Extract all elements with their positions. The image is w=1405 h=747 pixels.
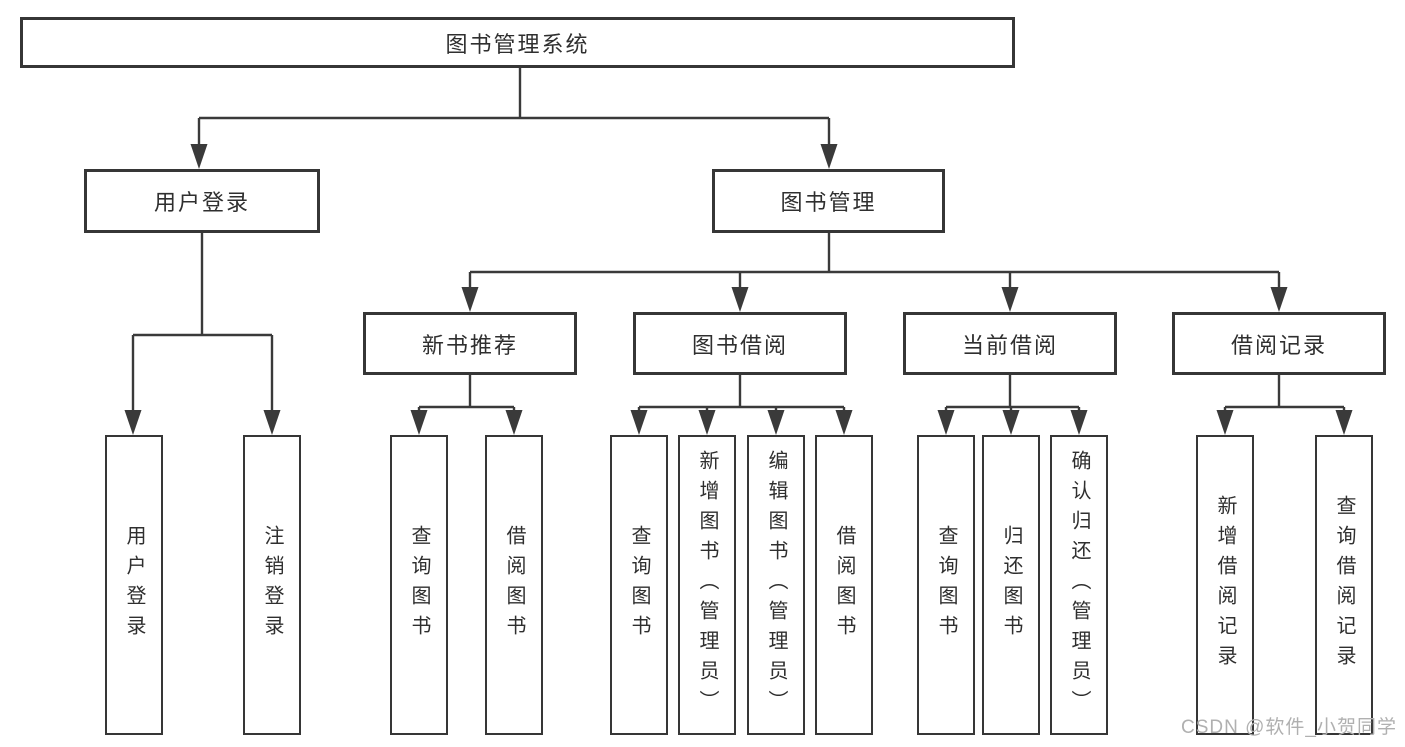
connector-book-mgmt-children [461, 233, 1288, 312]
node-leaf-bb-add-books: 新增图书（管理员） [678, 435, 736, 735]
node-root-label: 图书管理系统 [445, 31, 590, 57]
connector-new-books-children [410, 375, 523, 435]
node-current-borrow: 当前借阅 [903, 312, 1117, 375]
node-leaf-logout-label: 注销登录 [261, 525, 283, 645]
connector-root-to-level2 [190, 68, 838, 169]
node-leaf-user-login: 用户登录 [105, 435, 163, 735]
watermark: CSDN @软件_小贺同学 [1181, 717, 1397, 738]
node-leaf-bb-add-books-label: 新增图书（管理员） [696, 450, 718, 720]
node-leaf-user-login-label: 用户登录 [123, 525, 145, 645]
node-leaf-nb-borrow-books-label: 借阅图书 [503, 525, 525, 645]
node-leaf-cb-return-books: 归还图书 [982, 435, 1040, 735]
node-borrow-records-label: 借阅记录 [1230, 332, 1327, 358]
node-leaf-br-query-record: 查询借阅记录 [1315, 435, 1373, 735]
node-new-books-label: 新书推荐 [421, 332, 518, 358]
node-leaf-cb-return-books-label: 归还图书 [1000, 525, 1022, 645]
node-leaf-logout: 注销登录 [243, 435, 301, 735]
node-leaf-cb-query-books-label: 查询图书 [935, 525, 957, 645]
node-book-borrow-label: 图书借阅 [691, 332, 788, 358]
connector-current-borrow-children [937, 375, 1088, 435]
node-leaf-bb-query-books-label: 查询图书 [628, 525, 650, 645]
node-leaf-bb-borrow-books: 借阅图书 [815, 435, 873, 735]
node-leaf-br-add-record: 新增借阅记录 [1196, 435, 1254, 735]
node-user-login: 用户登录 [84, 169, 320, 233]
node-leaf-nb-borrow-books: 借阅图书 [485, 435, 543, 735]
node-leaf-bb-query-books: 查询图书 [610, 435, 668, 735]
node-leaf-bb-borrow-books-label: 借阅图书 [833, 525, 855, 645]
connector-user-login-children [124, 233, 281, 435]
node-leaf-cb-confirm-return-label: 确认归还（管理员） [1068, 450, 1090, 720]
node-current-borrow-label: 当前借阅 [961, 332, 1058, 358]
connector-book-borrow-children [630, 375, 853, 435]
node-leaf-nb-query-books-label: 查询图书 [408, 525, 430, 645]
node-book-mgmt: 图书管理 [712, 169, 945, 233]
node-new-books: 新书推荐 [363, 312, 577, 375]
node-user-login-label: 用户登录 [153, 190, 250, 215]
node-leaf-cb-confirm-return: 确认归还（管理员） [1050, 435, 1108, 735]
node-leaf-nb-query-books: 查询图书 [390, 435, 448, 735]
node-borrow-records: 借阅记录 [1172, 312, 1386, 375]
connector-borrow-records-children [1216, 375, 1353, 435]
node-leaf-bb-edit-books-label: 编辑图书（管理员） [765, 450, 787, 720]
node-root: 图书管理系统 [20, 17, 1015, 68]
node-leaf-br-add-record-label: 新增借阅记录 [1214, 495, 1236, 675]
node-book-mgmt-label: 图书管理 [780, 190, 877, 215]
node-leaf-cb-query-books: 查询图书 [917, 435, 975, 735]
node-leaf-br-query-record-label: 查询借阅记录 [1333, 495, 1355, 675]
node-leaf-bb-edit-books: 编辑图书（管理员） [747, 435, 805, 735]
node-book-borrow: 图书借阅 [633, 312, 847, 375]
